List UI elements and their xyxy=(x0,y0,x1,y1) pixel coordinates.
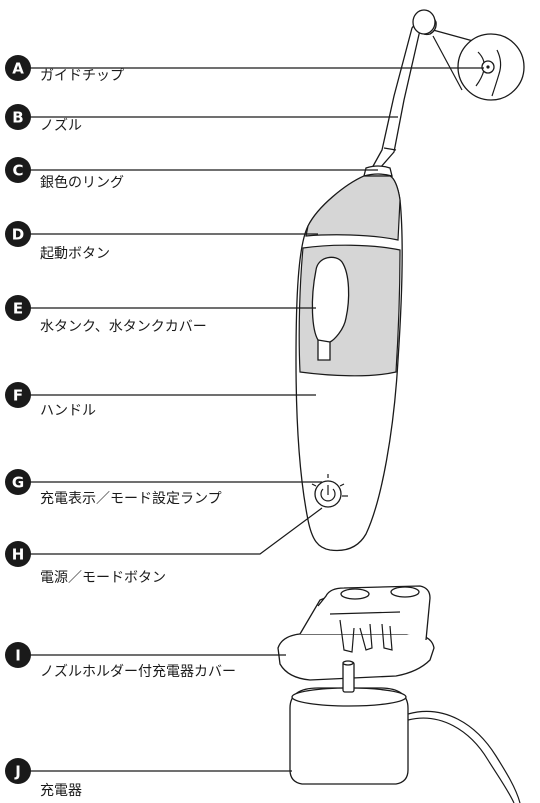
callout-badge xyxy=(5,221,31,247)
callout-label: 銀色のリング xyxy=(40,174,124,191)
callout-badge xyxy=(5,642,31,668)
callout-c: C 銀色のリング xyxy=(5,157,124,191)
handle xyxy=(295,175,403,552)
callout-badge xyxy=(5,157,31,183)
callout-g: G 充電表示／モード設定ランプ xyxy=(5,469,222,507)
callout-label: ハンドル xyxy=(40,403,96,419)
callout-badge xyxy=(5,382,31,408)
callout-letter: E xyxy=(13,300,23,318)
callout-i: I ノズルホルダー付充電器カバー xyxy=(5,642,236,680)
callout-label: 充電器 xyxy=(40,783,82,799)
callout-b: B ノズル xyxy=(5,104,82,134)
callout-badge xyxy=(5,295,31,321)
callout-letter: B xyxy=(12,109,23,127)
nozzle xyxy=(370,9,437,169)
callout-letter: C xyxy=(12,162,23,180)
power-button xyxy=(311,474,348,508)
callout-badge xyxy=(5,55,31,81)
callout-h: H 電源／モードボタン xyxy=(5,541,166,586)
callout-list: A ガイドチップ B ノズル C 銀色のリング D 起動ボタン E 水タンク、水タンクカバー F ハン… xyxy=(5,55,236,799)
callout-label: ノズル xyxy=(40,118,82,134)
callout-a: A ガイドチップ xyxy=(5,55,124,84)
leader-h xyxy=(26,507,323,555)
callout-label: 充電表示／モード設定ランプ xyxy=(40,491,222,507)
callout-e: E 水タンク、水タンクカバー xyxy=(5,295,207,335)
callout-d: D 起動ボタン xyxy=(5,221,110,262)
callout-letter: I xyxy=(15,647,21,665)
callout-letter: J xyxy=(14,763,21,781)
callout-letter: D xyxy=(12,226,24,244)
callout-label: ノズルホルダー付充電器カバー xyxy=(40,664,236,680)
callout-badge xyxy=(5,541,31,567)
callout-letter: G xyxy=(12,474,24,492)
callout-letter: H xyxy=(12,546,25,564)
charger-cover xyxy=(277,585,435,681)
callout-label: 起動ボタン xyxy=(40,246,110,262)
callout-f: F ハンドル xyxy=(5,382,96,419)
callout-badge xyxy=(5,104,31,130)
callout-letter: A xyxy=(12,60,24,78)
leader-lines xyxy=(26,67,484,772)
charger-base xyxy=(289,660,521,803)
callout-label: ガイドチップ xyxy=(40,68,124,84)
callout-badge xyxy=(5,758,31,784)
callout-badge xyxy=(5,469,31,495)
guide-tip-magnifier xyxy=(432,29,525,101)
callout-letter: F xyxy=(13,387,23,405)
callout-label: 電源／モードボタン xyxy=(40,570,166,586)
callout-label: 水タンク、水タンクカバー xyxy=(40,319,207,335)
callout-j: J 充電器 xyxy=(5,758,82,799)
silver-ring xyxy=(363,165,393,177)
device-illustration xyxy=(277,9,525,803)
